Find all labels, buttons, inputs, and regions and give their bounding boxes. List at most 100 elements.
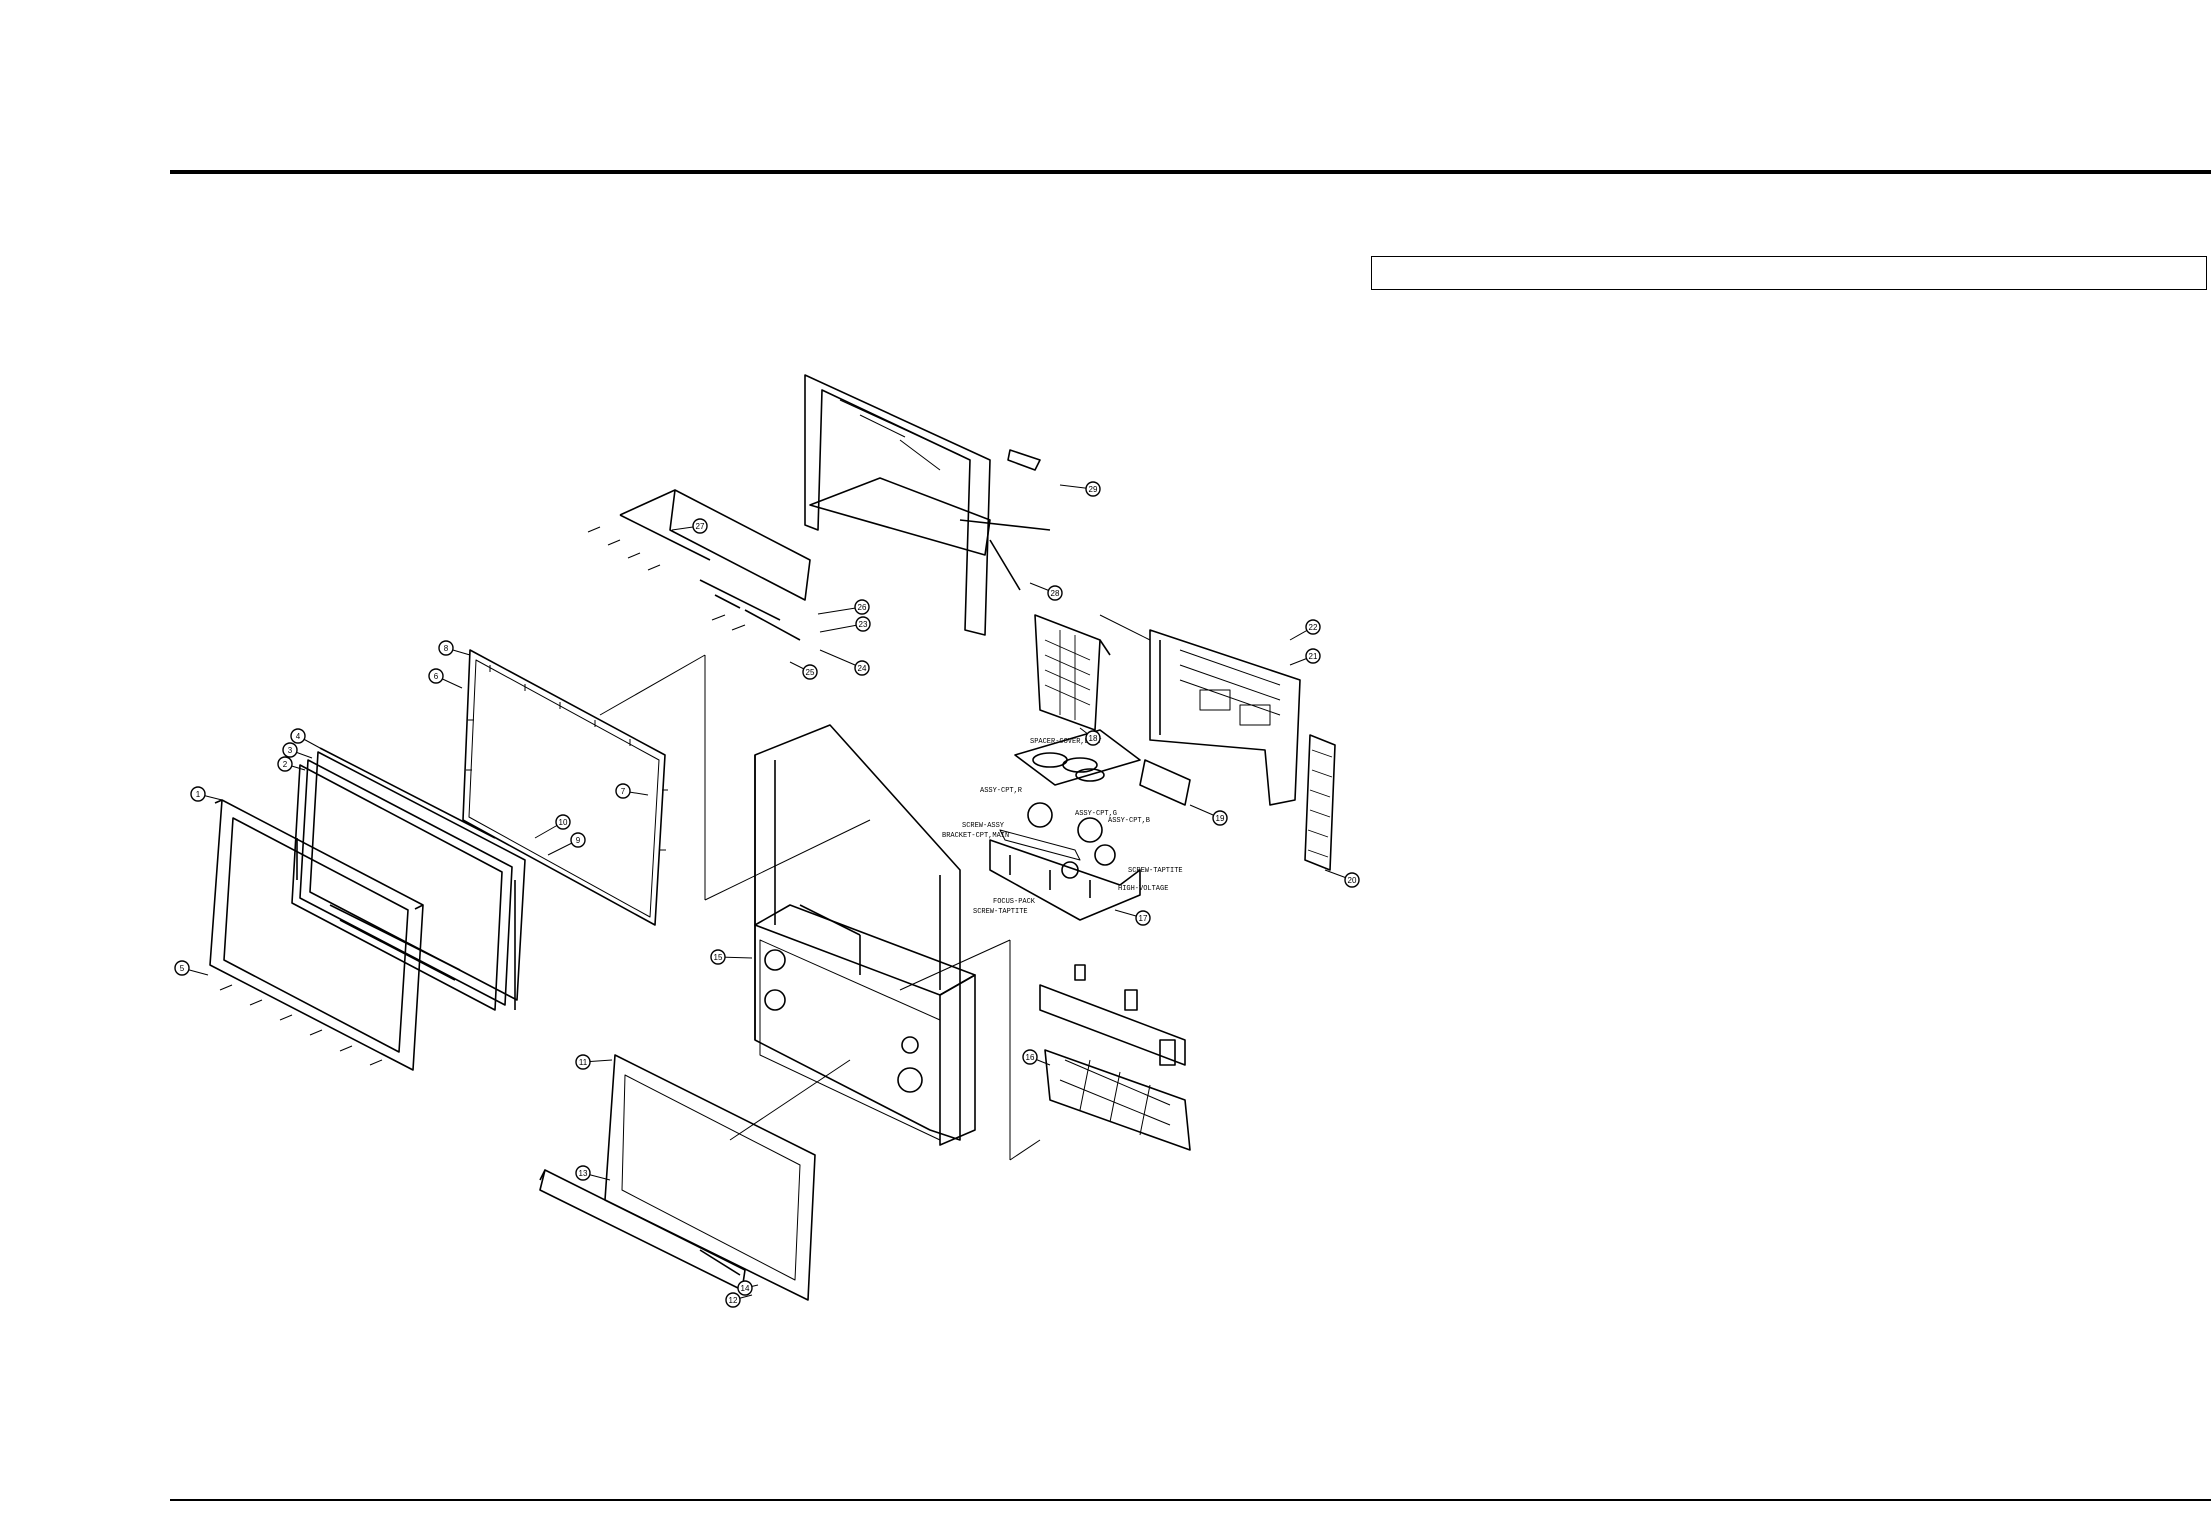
callout-number: 22 xyxy=(1309,623,1318,632)
label-screw-assy: SCREW-ASSY xyxy=(962,822,1005,830)
callout-number: 12 xyxy=(729,1296,738,1305)
callout-4: 4 xyxy=(290,728,321,749)
callout-5: 5 xyxy=(174,960,209,976)
callout-circle xyxy=(1085,481,1101,497)
label-assy-cpt-g: ASSY-CPT,G xyxy=(1075,810,1117,818)
callout-15: 15 xyxy=(710,949,753,965)
side-grille xyxy=(1304,734,1336,871)
header-rule xyxy=(170,170,2211,174)
rear-cover xyxy=(587,374,1051,641)
callout-7: 7 xyxy=(615,783,649,799)
callout-number: 4 xyxy=(296,732,301,741)
callout-23: 23 xyxy=(819,616,871,633)
label-assy-cpt-b: ASSY-CPT,B xyxy=(1108,817,1150,825)
cpt-assembly xyxy=(989,802,1141,921)
callout-number: 1 xyxy=(196,790,201,799)
callout-number: 2 xyxy=(283,760,288,769)
screen-panel xyxy=(291,747,526,1011)
callout-19: 19 xyxy=(1189,804,1228,826)
front-frame xyxy=(209,799,424,1071)
callout-circle xyxy=(570,832,586,848)
callout-14: 14 xyxy=(737,1280,759,1296)
callout-18: 18 xyxy=(1079,727,1101,746)
callout-26: 26 xyxy=(817,599,870,615)
label-bracket-cpt-main: BRACKET-CPT,MAIN xyxy=(942,832,1009,840)
callout-16: 16 xyxy=(1022,1049,1051,1066)
callout-25: 25 xyxy=(789,661,818,680)
callout-29: 29 xyxy=(1059,481,1101,497)
callout-circle xyxy=(1305,619,1321,635)
label-focus-pack: FOCUS-PACK xyxy=(993,898,1036,906)
callout-number: 6 xyxy=(434,672,439,681)
callout-1: 1 xyxy=(190,786,223,802)
callout-number: 20 xyxy=(1348,876,1357,885)
assembly-lines xyxy=(599,614,1151,1161)
callout-circle xyxy=(854,599,870,615)
callout-number: 8 xyxy=(444,644,449,653)
callout-circle xyxy=(1022,1049,1038,1065)
cabinet xyxy=(754,724,976,1146)
label-screw-taptite-left: SCREW-TAPTITE xyxy=(973,908,1028,916)
callout-circle xyxy=(277,756,293,772)
callout-circle xyxy=(290,728,306,744)
callout-circle xyxy=(1047,585,1063,601)
callout-circle xyxy=(1305,648,1321,664)
callout-layer: 1234567891011121314151617181920212223242… xyxy=(174,481,1360,1308)
callout-number: 29 xyxy=(1089,485,1098,494)
callout-number: 15 xyxy=(714,953,723,962)
callout-number: 9 xyxy=(576,836,581,845)
spacer-cover-dust xyxy=(1014,729,1141,786)
callout-28: 28 xyxy=(1029,582,1063,601)
callout-number: 14 xyxy=(741,1284,750,1293)
callout-circle xyxy=(190,786,206,802)
label-screw-taptite-right: SCREW-TAPTITE xyxy=(1128,867,1183,875)
callout-number: 11 xyxy=(579,1058,588,1067)
callout-17: 17 xyxy=(1114,909,1151,926)
label-assy-cpt-r: ASSY-CPT,R xyxy=(980,787,1023,795)
callout-20: 20 xyxy=(1324,869,1360,888)
callout-circle xyxy=(282,742,298,758)
callout-circle xyxy=(692,518,708,534)
callout-8: 8 xyxy=(438,640,471,656)
callout-number: 7 xyxy=(621,787,626,796)
callout-number: 18 xyxy=(1089,734,1098,743)
callout-circle xyxy=(855,616,871,632)
back-grille xyxy=(1034,614,1111,731)
callout-circle xyxy=(1344,872,1360,888)
callout-11: 11 xyxy=(575,1054,613,1070)
back-main-panel xyxy=(1149,629,1301,806)
lens-frame xyxy=(462,649,668,926)
callout-number: 25 xyxy=(806,668,815,677)
callout-circle xyxy=(1212,810,1228,826)
callout-3: 3 xyxy=(282,742,313,759)
callout-13: 13 xyxy=(575,1165,611,1181)
callout-circle xyxy=(1135,910,1151,926)
callout-number: 21 xyxy=(1309,652,1318,661)
chassis-board xyxy=(1039,964,1191,1151)
callout-circle xyxy=(737,1280,753,1296)
callout-circle xyxy=(1085,730,1101,746)
callout-circle xyxy=(555,814,571,830)
callout-circle xyxy=(854,660,870,676)
callout-10: 10 xyxy=(534,814,571,839)
callout-number: 26 xyxy=(858,603,867,612)
callout-number: 3 xyxy=(288,746,293,755)
footer-rule xyxy=(170,1499,2211,1501)
callout-21: 21 xyxy=(1289,648,1321,666)
callout-circle xyxy=(428,668,444,684)
title-box xyxy=(1371,256,2207,290)
callout-9: 9 xyxy=(547,832,586,856)
callout-number: 24 xyxy=(858,664,867,673)
callout-circle xyxy=(174,960,190,976)
frame-screws xyxy=(219,984,383,1066)
label-high-voltage: HIGH-VOLTAGE xyxy=(1118,885,1168,893)
board-19 xyxy=(1139,759,1191,806)
callout-circle xyxy=(710,949,726,965)
callout-6: 6 xyxy=(428,668,463,689)
callout-number: 19 xyxy=(1216,814,1225,823)
callout-24: 24 xyxy=(819,649,870,676)
callout-number: 23 xyxy=(859,620,868,629)
callout-circle xyxy=(575,1054,591,1070)
callout-number: 17 xyxy=(1139,914,1148,923)
part-labels: SPACER-COVER,DUST ASSY-CPT,R ASSY-CPT,G … xyxy=(942,738,1183,916)
